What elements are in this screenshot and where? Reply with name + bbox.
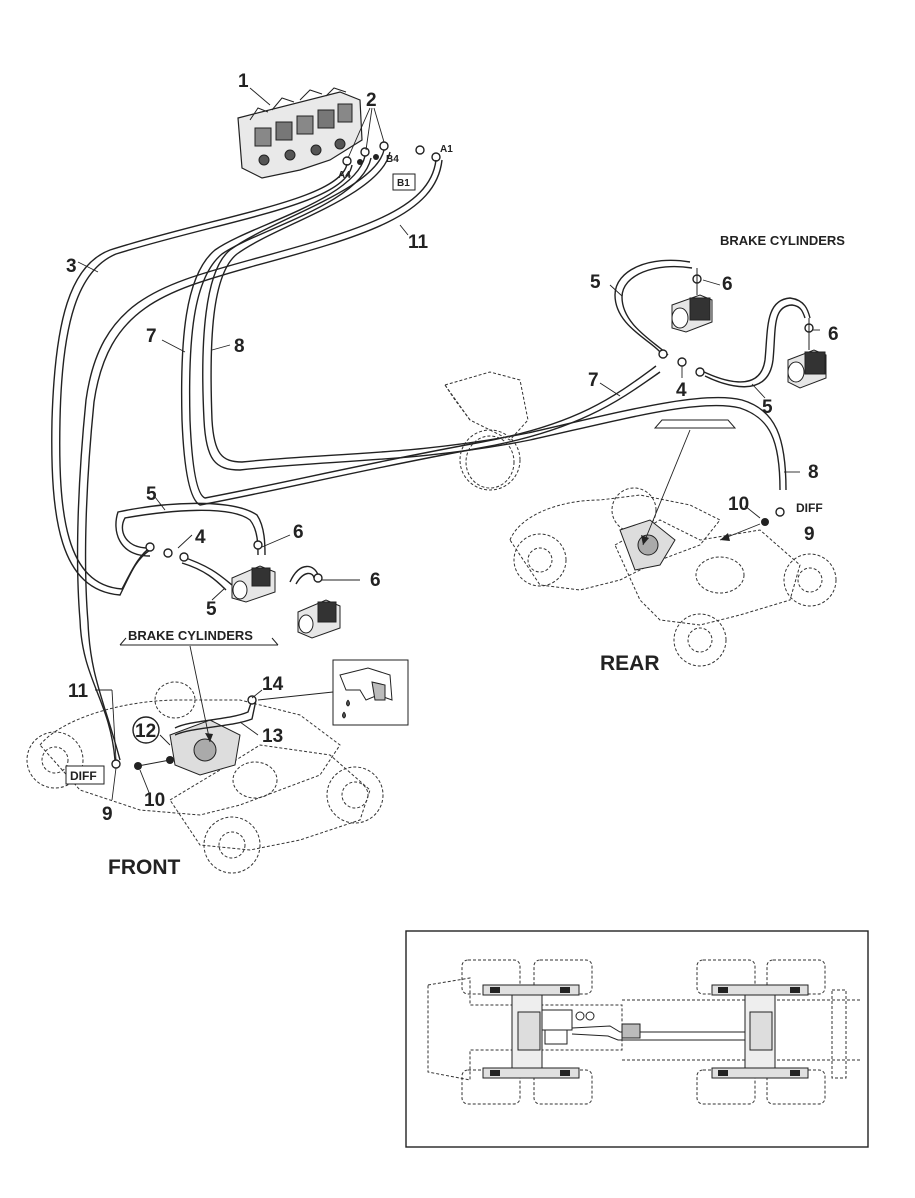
oil-drop-inset [247,659,409,726]
port-labels: A1 A4 B4 B1 [338,144,453,191]
callout-4-front: 4 [195,527,206,548]
front-axle-assembly [26,681,384,874]
callout-5-front-top: 5 [146,484,157,505]
callout-4-rear: 4 [676,380,687,401]
tee-fittings [145,349,705,562]
brake-cylinders-front-label: BRAKE CYLINDERS [128,628,253,643]
callout-numbers: 1 2 3 11 7 8 5 6 6 7 4 5 8 10 9 5 4 6 6 … [66,71,839,825]
brake-cylinders-rear-label: BRAKE CYLINDERS [720,233,845,248]
callout-8-right: 8 [808,462,819,483]
vehicle-locator-inset [405,930,869,1148]
callout-1: 1 [238,71,249,92]
chassis-section [444,371,529,491]
front-label: FRONT [108,856,180,879]
hydraulic-hoses [51,149,811,761]
port-a1: A1 [440,144,453,155]
callout-6-rear-2: 6 [828,324,839,345]
callout-12: 12 [135,721,156,742]
front-brake-cylinder-1 [231,540,276,603]
callout-6-front-2: 6 [370,570,381,591]
callout-6-front-1: 6 [293,522,304,543]
callout-5-rear-top: 5 [590,272,601,293]
callout-9-rear: 9 [804,524,815,545]
diff-front-label: DIFF [70,769,97,783]
callout-7-right: 7 [588,370,599,391]
callout-3: 3 [66,256,77,277]
section-labels: BRAKE CYLINDERS BRAKE CYLINDERS DIFF DIF… [65,233,845,879]
callout-7-left: 7 [146,326,157,347]
callout-6-rear-1: 6 [722,274,733,295]
leader-lines [77,87,820,801]
callout-10-rear: 10 [728,494,749,515]
callout-2: 2 [366,90,377,111]
rear-axle-assembly [509,487,837,667]
port-b1: B1 [397,178,410,189]
callout-14: 14 [262,674,284,695]
callout-5-front-bottom: 5 [206,599,217,620]
rear-brake-cylinder-1 [671,268,713,333]
diff-fittings [111,507,785,770]
callout-11-bottom: 11 [68,681,89,702]
diff-rear-label: DIFF [796,501,823,515]
callout-5-rear-bottom: 5 [762,397,773,418]
callout-13: 13 [262,726,283,747]
callout-10-front: 10 [144,790,165,811]
valve-port-fittings [357,154,379,165]
port-b4: B4 [386,154,399,165]
rear-brake-cylinder-2 [787,318,827,389]
callout-11-top: 11 [408,232,429,253]
callout-8-left: 8 [234,336,245,357]
callout-9-front: 9 [102,804,113,825]
port-a4: A4 [338,170,351,181]
front-brake-cylinder-2 [297,573,341,639]
control-valve-block [237,87,441,179]
rear-label: REAR [600,652,660,675]
